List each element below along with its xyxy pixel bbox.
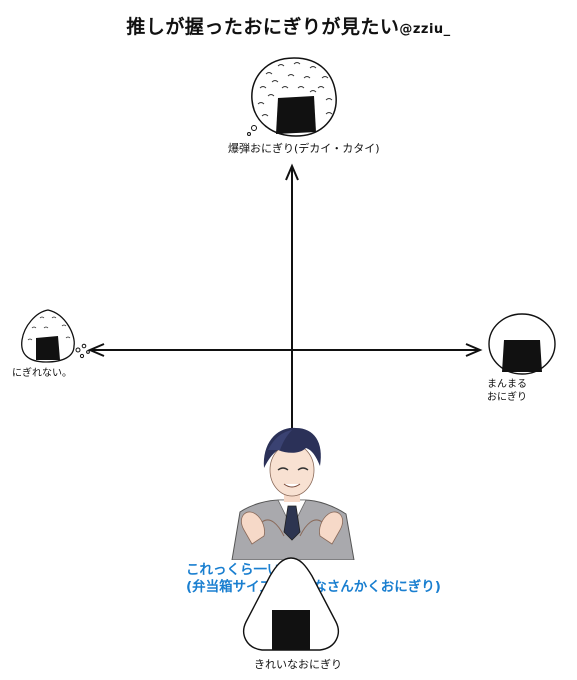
right-axis-label-line2: おにぎり: [487, 392, 527, 403]
bottom-axis-label: きれいなおにぎり: [254, 658, 342, 671]
bomb-onigiri-icon: [247, 57, 337, 137]
title-handle: @zziu_: [399, 22, 451, 37]
arrow-right: [465, 343, 483, 357]
top-axis-label: 爆弾おにぎり(デカイ・カタイ): [228, 142, 380, 155]
crumbling-onigiri-icon: [21, 309, 90, 363]
arrow-up: [285, 163, 299, 181]
right-axis-label-line1: まんまる: [487, 379, 527, 390]
triangle-onigiri-icon: [243, 557, 339, 651]
left-axis-label: にぎれない。: [12, 368, 72, 379]
right-axis-label: まんまる おにぎり: [487, 378, 527, 404]
character-illustration: [231, 427, 355, 560]
page-title: 推しが握ったおにぎりが見たい@zziu_: [0, 12, 577, 39]
title-main: 推しが握ったおにぎりが見たい: [126, 16, 400, 38]
arrow-left: [87, 343, 105, 357]
round-onigiri-icon: [488, 313, 556, 375]
